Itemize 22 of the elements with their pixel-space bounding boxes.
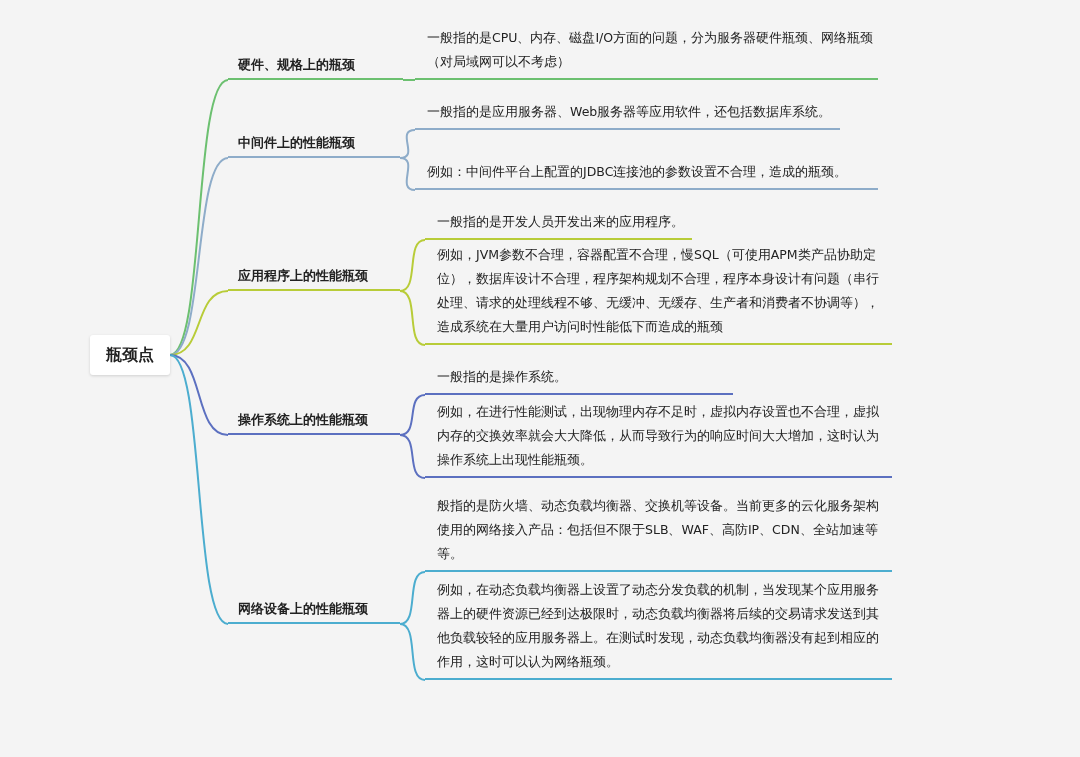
leaf-note: 般指的是防火墙、动态负载均衡器、交换机等设备。当前更多的云化服务架构使用的网络接入产品：包括但不限于SLB、WAF、高防IP、CDN、全站加速等等。 — [425, 497, 892, 572]
leaf-note: 例如：中间件平台上配置的JDBC连接池的参数设置不合理，造成的瓶颈。 — [415, 140, 878, 190]
connector-curve — [169, 354, 229, 625]
branch-topic: 网络设备上的性能瓶颈 — [228, 599, 400, 624]
connector-curve — [169, 354, 229, 436]
branch-topic: 应用程序上的性能瓶颈 — [228, 266, 400, 291]
connector-curve — [169, 79, 229, 356]
connector-curve — [402, 79, 416, 81]
connector-curve — [399, 623, 426, 681]
root-topic-box: 瓶颈点 — [90, 335, 170, 375]
leaf-note: 一般指的是操作系统。 — [425, 369, 733, 395]
connector-curve — [399, 157, 416, 191]
leaf-note: 例如，JVM参数不合理，容器配置不合理，慢SQL（可使用APM类产品协助定位），数据库设计不合理，程序架构规划不合理，程序本身设计有问题（串行处理、请求的处理线程不够、无缓冲、无缓存、生产者和消费者不协调等），造成系统在大量用户访问时性能低下而造成的瓶颈 — [425, 246, 892, 345]
branch-topic: 中间件上的性能瓶颈 — [228, 133, 400, 158]
leaf-note: 例如，在动态负载均衡器上设置了动态分发负载的机制，当发现某个应用服务器上的硬件资源已经到达极限时，动态负载均衡器将后续的交易请求发送到其他负载较轻的应用服务器上。在测试时发现，动态负载均衡器没有起到相应的作用，这时可以认为网络瓶颈。 — [425, 578, 892, 680]
leaf-note: 一般指的是开发人员开发出来的应用程序。 — [425, 214, 692, 240]
branch-topic: 操作系统上的性能瓶颈 — [228, 410, 400, 435]
leaf-note: 一般指的是应用服务器、Web服务器等应用软件，还包括数据库系统。 — [415, 105, 840, 130]
connector-curve — [399, 434, 426, 479]
connector-curve — [399, 290, 426, 346]
leaf-note: 例如，在进行性能测试，出现物理内存不足时，虚拟内存设置也不合理，虚拟内存的交换效率就会大大降低，从而导致行为的响应时间大大增加，这时认为操作系统上出现性能瓶颈。 — [425, 403, 892, 478]
branch-topic: 硬件、规格上的瓶颈 — [228, 55, 403, 80]
